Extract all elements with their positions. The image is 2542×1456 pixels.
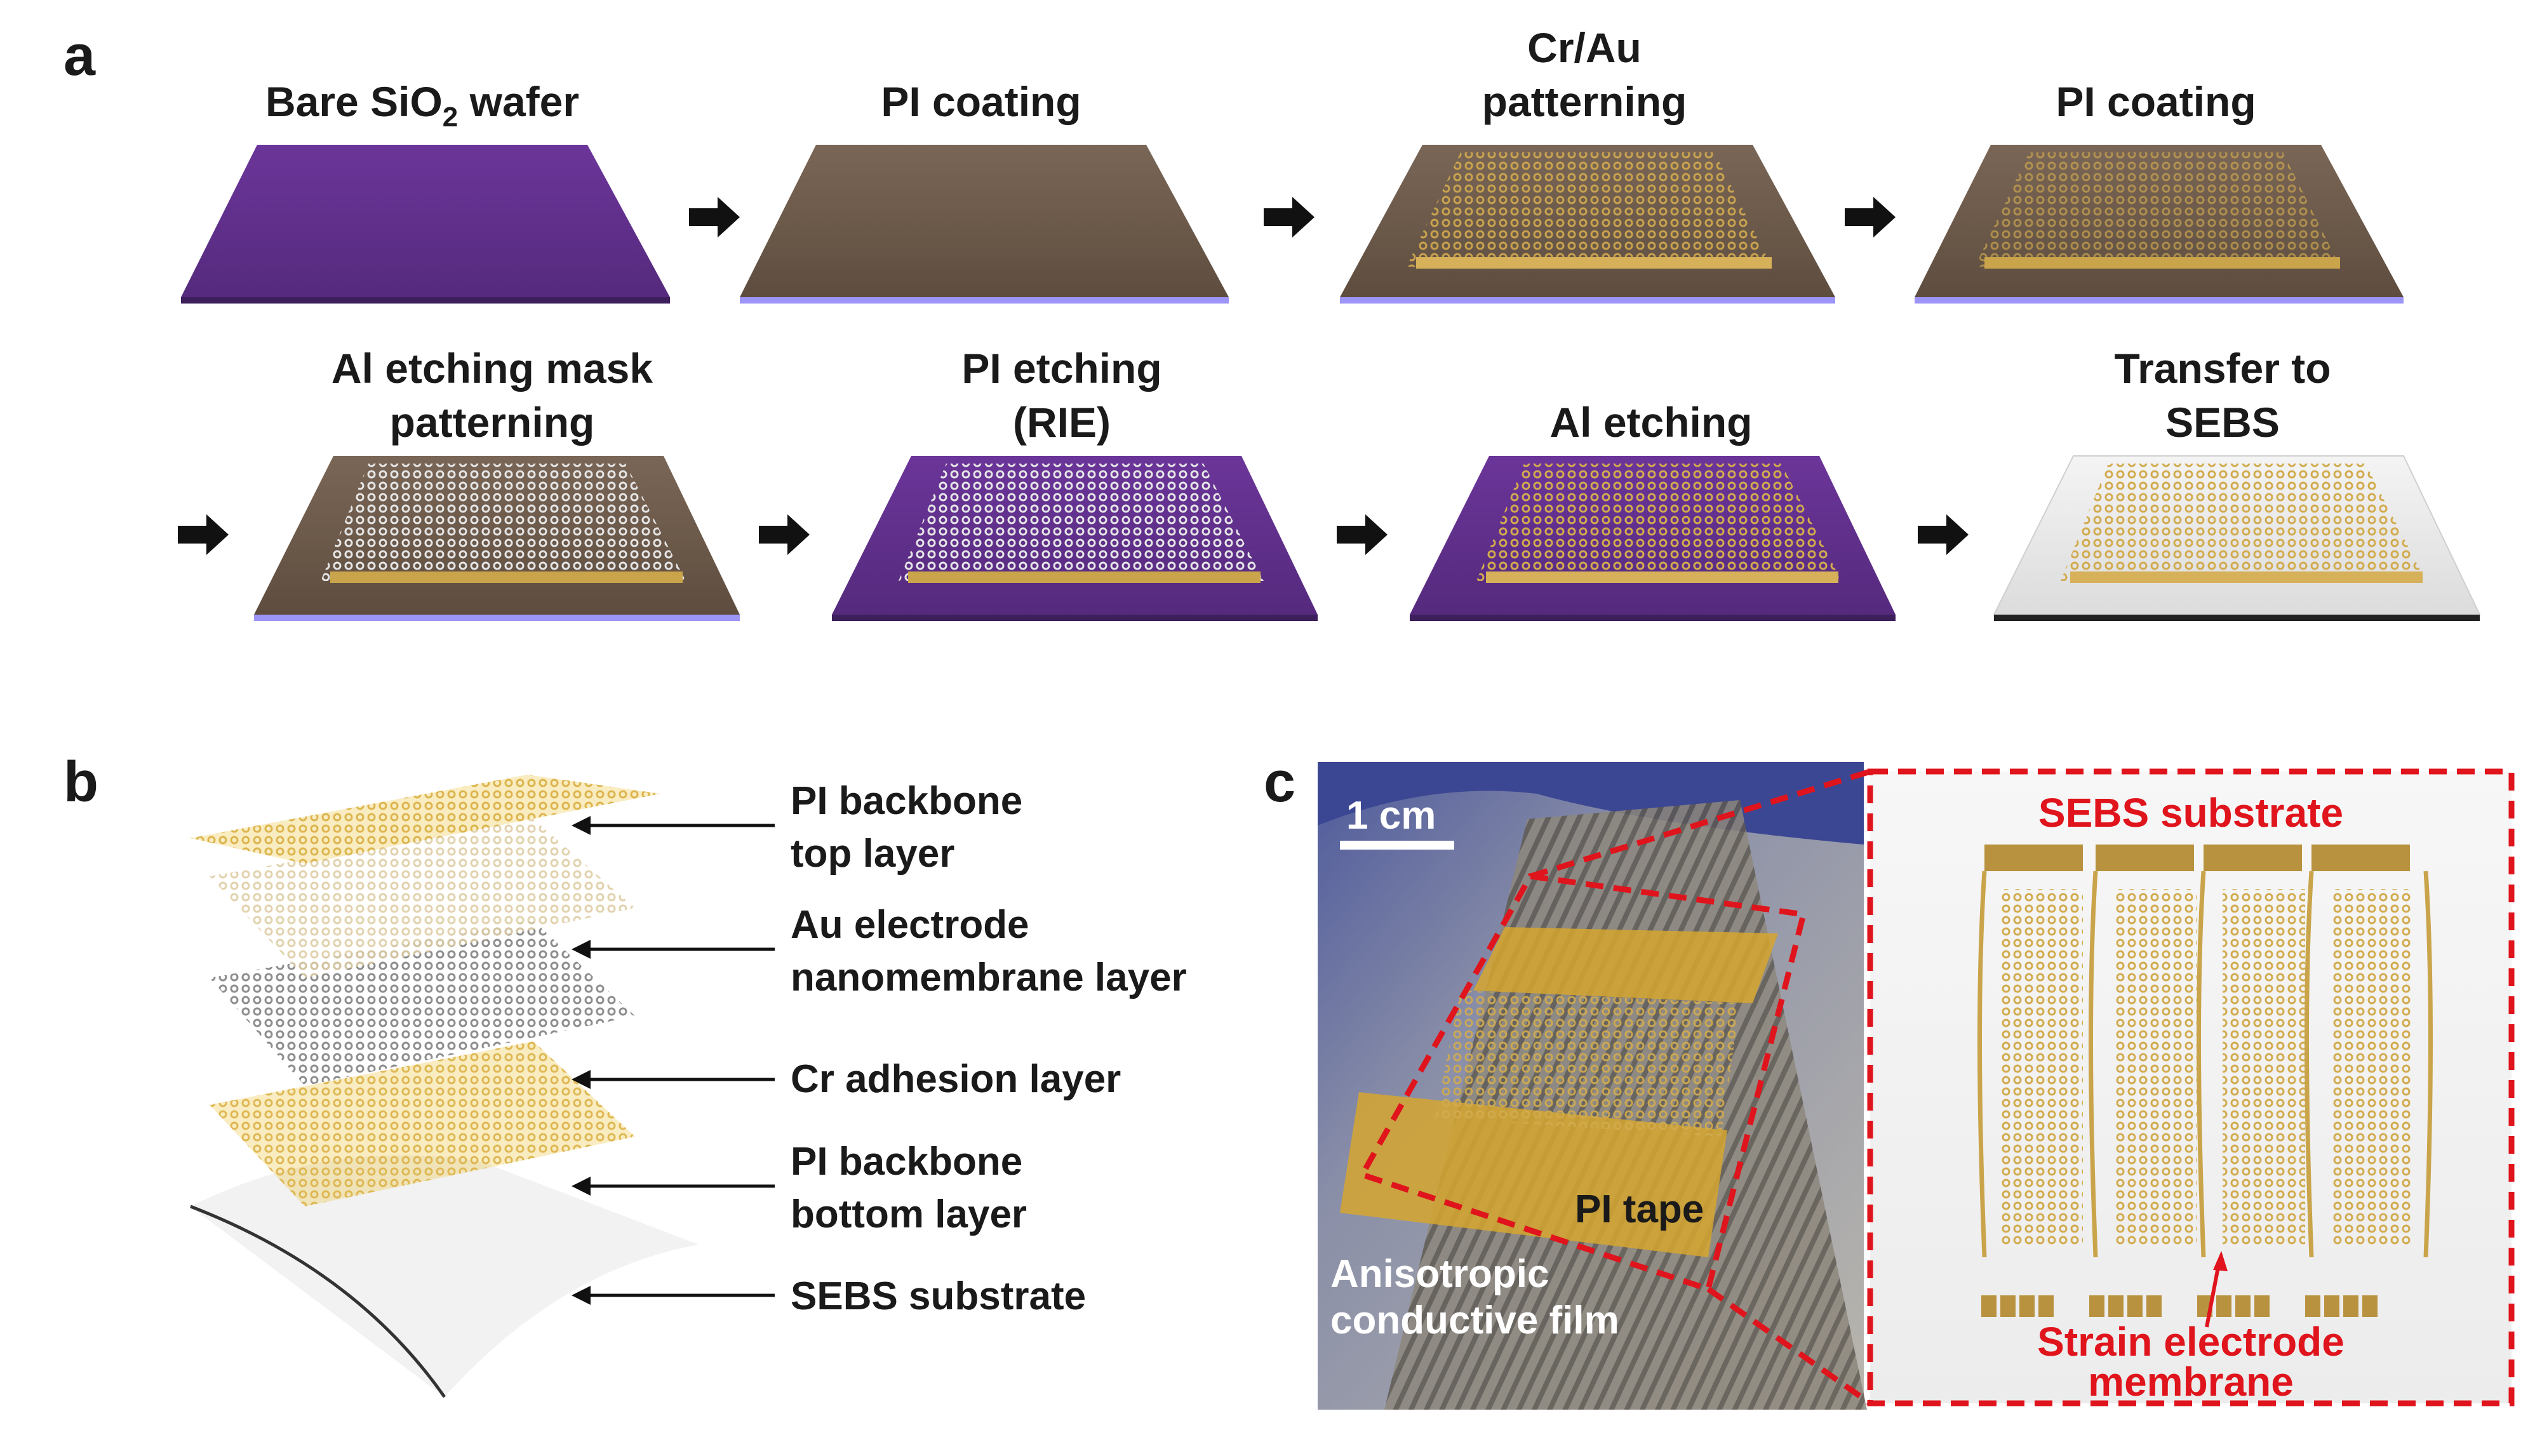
layer-pointer-arrows: [572, 816, 775, 1305]
wafer-sebs-transfer: [1993, 455, 2481, 621]
label-pi-bottom-line2: bottom layer: [791, 1192, 1027, 1236]
step-title-al-etching: Al etching: [1549, 399, 1752, 446]
step-title-al-mask-line2: patterning: [390, 399, 595, 446]
wafer-bare-sio2: [181, 145, 670, 304]
wafer-pi-coating-2: [1915, 145, 2404, 304]
panel-label-a: a: [64, 24, 96, 88]
step-titles-row2: Al etching mask patterning PI etching (R…: [331, 345, 2331, 446]
inset-label-line2: membrane: [2088, 1359, 2294, 1405]
panel-label-b: b: [64, 751, 98, 814]
zoom-inset: SEBS substrate Strain electrode me: [1867, 768, 2515, 1406]
step-title-cr-au-line1: Cr/Au: [1527, 24, 1642, 71]
step-title-pi-coating-1: PI coating: [881, 78, 1081, 125]
scale-bar: [1340, 841, 1454, 850]
arrow-icon: [1264, 197, 1314, 237]
step-title-pi-etching-line2: (RIE): [1013, 399, 1111, 446]
arrow-icon: [1918, 514, 1969, 555]
step-title-transfer-line2: SEBS: [2165, 399, 2280, 446]
wafer-cr-au-patterning: [1340, 145, 1835, 304]
step-titles-row1: Bare SiO2 wafer PI coating Cr/Au pattern…: [265, 24, 2256, 133]
arrow-icon: [759, 514, 810, 555]
panel-label-c: c: [1264, 751, 1295, 814]
wafer-al-mask: [254, 456, 740, 621]
inset-label-line1: Strain electrode: [2037, 1319, 2345, 1365]
label-pi-top-line2: top layer: [791, 832, 954, 876]
label-au-line2: nanomembrane layer: [791, 956, 1187, 999]
label-au-line1: Au electrode: [791, 903, 1029, 947]
arrows-row1: [689, 197, 1896, 237]
step-title-bare-wafer: Bare SiO2 wafer: [265, 78, 579, 133]
arrows-row2: [178, 514, 1969, 555]
label-pi-top-line1: PI backbone: [791, 779, 1022, 823]
device-photo: 1 cm PI tape Anisotropic conductive film: [1318, 762, 1867, 1410]
step-title-cr-au-line2: patterning: [1482, 78, 1687, 125]
label-cr: Cr adhesion layer: [791, 1057, 1121, 1101]
inset-title: SEBS substrate: [2038, 790, 2343, 836]
layer-stack-illustration: [190, 775, 699, 1398]
arrow-icon: [178, 514, 229, 555]
step-title-al-mask-line1: Al etching mask: [331, 345, 653, 392]
layer-labels: PI backbone top layer Au electrode nanom…: [791, 779, 1187, 1318]
acf-label-line1: Anisotropic: [1330, 1252, 1549, 1296]
label-sebs: SEBS substrate: [791, 1274, 1086, 1318]
step-title-transfer-line1: Transfer to: [2114, 345, 2331, 392]
step-title-pi-etching-line1: PI etching: [961, 345, 1161, 392]
wafer-al-etching: [1410, 456, 1896, 621]
pi-tape-label: PI tape: [1575, 1187, 1704, 1231]
wafer-pi-coating: [740, 145, 1229, 304]
scale-bar-label: 1 cm: [1346, 794, 1436, 838]
arrow-icon: [1337, 514, 1388, 555]
arrow-icon: [689, 197, 740, 237]
acf-label-line2: conductive film: [1330, 1299, 1619, 1342]
zoom-connectors: [1529, 768, 1872, 1406]
wafer-pi-etching: [832, 456, 1318, 621]
arrow-icon: [1845, 197, 1896, 237]
step-title-pi-coating-2: PI coating: [2056, 78, 2256, 125]
label-pi-bottom-line1: PI backbone: [791, 1140, 1022, 1184]
